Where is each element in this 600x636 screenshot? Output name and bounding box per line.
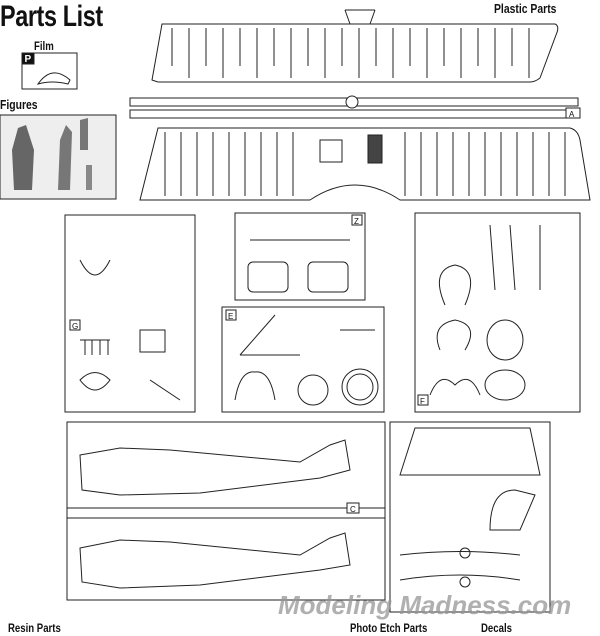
sprue-f: F bbox=[414, 212, 581, 413]
resin-parts-heading: Resin Parts bbox=[8, 621, 61, 635]
film-badge: P bbox=[25, 54, 32, 65]
sprue-label-e: E bbox=[228, 312, 233, 321]
figures-photo bbox=[0, 114, 117, 200]
sprue-label-z: Z bbox=[354, 217, 359, 226]
sprue-c: C bbox=[66, 421, 386, 601]
sprue-g: G bbox=[64, 214, 196, 413]
decals-heading: Decals bbox=[481, 621, 512, 635]
sprue-label-g: G bbox=[72, 322, 78, 331]
page-title: Parts List bbox=[0, 0, 103, 33]
sprue-a: A bbox=[129, 95, 581, 119]
upper-wing bbox=[151, 9, 559, 83]
watermark: Modeling Madness.com bbox=[278, 590, 572, 620]
sprue-e: E bbox=[221, 306, 385, 413]
film-heading: Film bbox=[34, 39, 54, 53]
figures-heading: Figures bbox=[0, 97, 38, 112]
plastic-parts-heading: Plastic Parts bbox=[494, 1, 557, 16]
sprue-b bbox=[389, 421, 551, 613]
sprue-label-c: C bbox=[350, 505, 356, 514]
photo-etch-heading: Photo Etch Parts bbox=[350, 621, 428, 635]
sprue-label-f: F bbox=[420, 397, 425, 406]
lower-wing bbox=[139, 127, 591, 201]
sprue-label-a: A bbox=[569, 110, 575, 119]
sprue-z: Z bbox=[234, 212, 366, 301]
film-box: P bbox=[21, 52, 78, 90]
wing-ribs bbox=[164, 28, 566, 196]
